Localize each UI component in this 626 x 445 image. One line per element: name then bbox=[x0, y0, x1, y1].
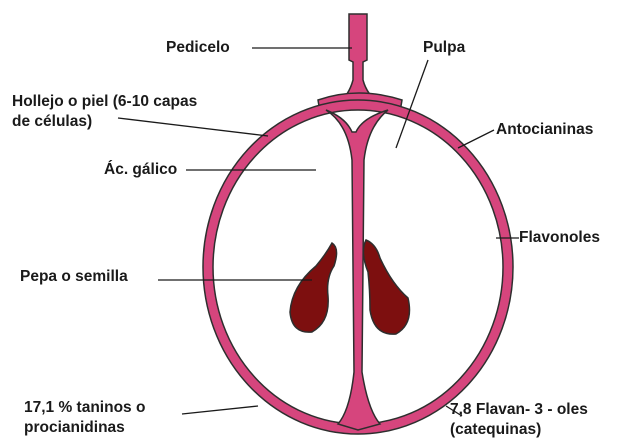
label-pepa: Pepa o semilla bbox=[20, 267, 128, 286]
label-flavan-line1: 7,8 Flavan- 3 - oles bbox=[450, 400, 588, 419]
label-flavonoles: Flavonoles bbox=[519, 228, 600, 247]
pedicel-stem bbox=[318, 14, 402, 112]
label-hollejo-line1: Hollejo o piel (6-10 capas bbox=[12, 92, 197, 111]
seed-right bbox=[363, 240, 409, 334]
label-antocianinas: Antocianinas bbox=[496, 120, 593, 139]
label-ac-galico: Ác. gálico bbox=[104, 160, 177, 179]
leader-antocianinas bbox=[458, 130, 494, 148]
label-taninos-line2: procianidinas bbox=[24, 418, 125, 437]
label-pedicelo: Pedicelo bbox=[166, 38, 230, 57]
label-hollejo-line2: de células) bbox=[12, 112, 92, 131]
label-taninos-line1: 17,1 % taninos o bbox=[24, 398, 145, 417]
leader-taninos bbox=[182, 406, 258, 414]
seed-left bbox=[290, 243, 337, 332]
label-flavan-line2: (catequinas) bbox=[450, 420, 541, 439]
label-pulpa: Pulpa bbox=[423, 38, 465, 57]
leader-hollejo bbox=[118, 118, 268, 136]
